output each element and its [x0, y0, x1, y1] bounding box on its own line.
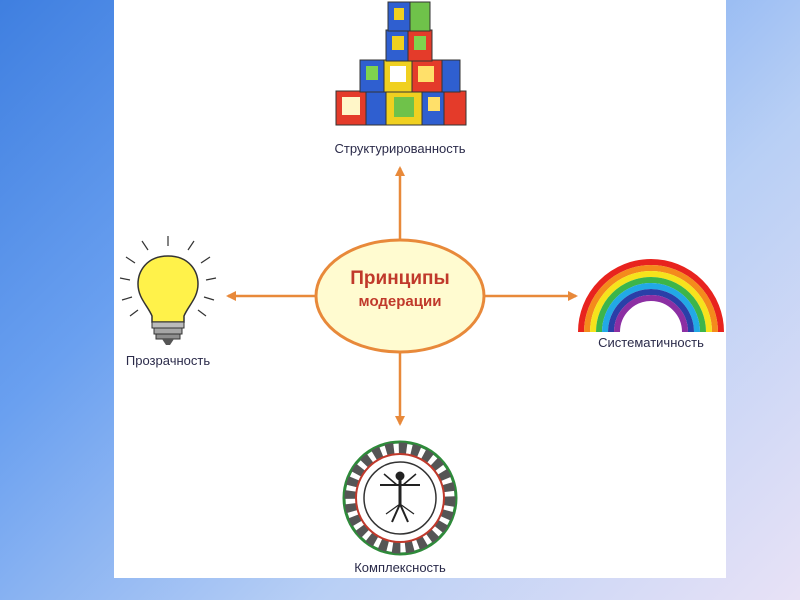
label-transparent: Прозрачность — [125, 353, 211, 368]
center-title-line1: Принципы — [350, 268, 450, 289]
label-structured: Структурированность — [334, 141, 466, 156]
toy-blocks-icon — [335, 1, 467, 126]
center-title-line2: модерации — [358, 292, 442, 310]
vitruvian-wheel-icon — [342, 440, 458, 556]
center-ellipse — [314, 238, 486, 354]
lightbulb-icon — [119, 236, 217, 345]
label-systematic: Систематичность — [598, 335, 704, 350]
center-title: Принципы модерации — [350, 266, 449, 312]
label-complex: Комплексность — [354, 560, 446, 575]
rainbow-icon — [578, 259, 724, 333]
